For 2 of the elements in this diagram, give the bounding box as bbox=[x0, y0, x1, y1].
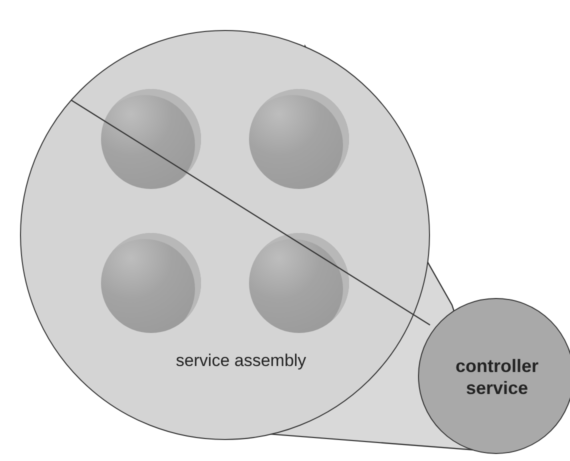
node-label: service assembly bbox=[174, 351, 308, 371]
node-label: controller service bbox=[454, 355, 540, 399]
